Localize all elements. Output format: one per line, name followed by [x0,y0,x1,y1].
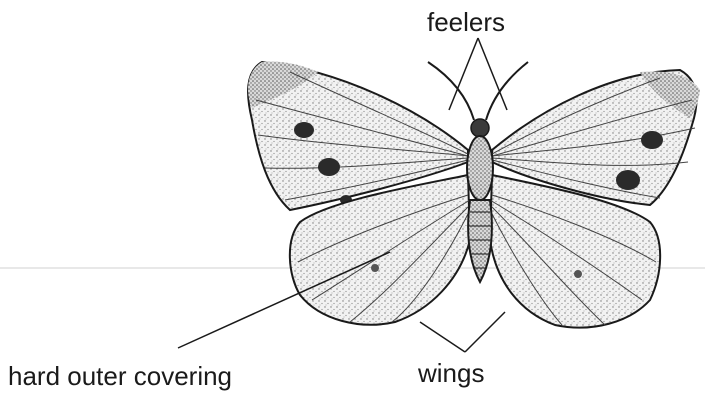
right-antenna [486,62,528,120]
left-wing-spot-1 [294,122,314,138]
wings-label: wings [418,360,484,386]
wings-pointer [420,312,505,352]
hard-outer-covering-label: hard outer covering [8,363,232,389]
left-hindwing-spot [371,264,379,272]
right-wing-spot-2 [616,170,640,190]
left-antenna [428,62,474,120]
feelers-pointer [449,38,507,110]
butterfly-body [467,119,493,282]
head [471,119,489,137]
right-hindwing-spot [574,270,582,278]
right-wing-spot-1 [641,131,663,149]
thorax [467,136,493,200]
left-wing-spot-2 [318,158,340,176]
feelers-label: feelers [427,9,505,35]
antennae [428,62,528,120]
